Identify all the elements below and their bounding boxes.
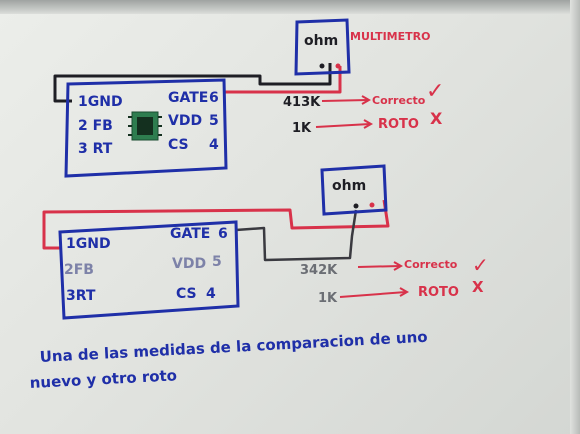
chip2-pin-left-3: 3RT	[66, 288, 96, 304]
chip1-box	[64, 78, 228, 178]
reading2-mark-2: X	[472, 278, 484, 296]
chip2-pin-right-num-1: 6	[218, 226, 228, 242]
reading1-value-1: 413K	[283, 95, 321, 110]
chip2-box	[58, 220, 240, 320]
meter1-probe-red	[335, 63, 341, 69]
chip1-pin-right-num-3: 4	[209, 137, 219, 153]
meter2-probe-red	[369, 202, 375, 208]
meter2-box	[320, 164, 388, 216]
top-wire-red	[224, 66, 342, 94]
meter1-label: ohm	[304, 33, 338, 49]
reading2-value-2: 1K	[318, 291, 338, 306]
bottom-wire-black	[235, 209, 358, 262]
reading1-arrow-head-1	[361, 95, 372, 105]
chip1-pin-left-3: 3 RT	[78, 141, 113, 157]
note-line-1: Una de las medidas de la comparacion de …	[39, 328, 428, 366]
bottom-wire-red	[42, 199, 390, 250]
note-line-2: nuevo y otro roto	[29, 366, 177, 392]
chip1-ic-icon	[128, 111, 162, 141]
meter2-label: ohm	[332, 178, 366, 194]
whiteboard-frame-right	[570, 0, 580, 434]
reading1-mark-2: X	[430, 109, 443, 128]
chip1-pin-right-name-2: VDD	[168, 113, 202, 129]
reading1-mark-1: ✓	[426, 79, 444, 104]
meter1-probe-black	[319, 63, 325, 69]
chip1-pin-right-num-1: 6	[209, 90, 219, 106]
chip1-pin-left-1: 1GND	[78, 94, 123, 110]
reading2-arrow-1	[357, 265, 401, 268]
reading1-status-2: ROTO	[378, 117, 419, 132]
reading2-value-1: 342K	[300, 263, 338, 278]
chip1-pin-right-name-3: CS	[168, 137, 189, 153]
chip1-pin-right-num-2: 5	[209, 113, 219, 129]
reading2-mark-1: ✓	[472, 253, 489, 277]
chip2-pin-right-name-1: GATE	[170, 226, 210, 242]
reading2-status-1: Correcto	[404, 258, 458, 271]
whiteboard-frame-top	[0, 0, 580, 14]
chip2-pin-right-name-2: VDD	[172, 256, 206, 272]
chip2-pin-right-num-3: 4	[206, 286, 216, 302]
reading1-arrow-2	[315, 123, 371, 128]
reading2-arrow-2	[339, 291, 407, 298]
meter2-probe-black	[353, 203, 359, 209]
meter1-box	[294, 18, 351, 76]
chip1-pin-left-2: 2 FB	[78, 118, 113, 134]
chip2-pin-left-2: 2FB	[64, 262, 94, 278]
reading2-arrow-head-1	[393, 261, 404, 271]
meter1-caption: MULTIMETRO	[350, 30, 430, 43]
reading1-value-2: 1K	[292, 121, 312, 136]
chip2-pin-right-num-2: 5	[212, 254, 222, 270]
chip2-pin-right-name-3: CS	[176, 286, 197, 302]
reading1-arrow-1	[321, 99, 369, 102]
reading2-arrow-head-2	[399, 287, 410, 297]
top-wire-black	[53, 63, 332, 103]
chip2-pin-left-1: 1GND	[66, 236, 111, 252]
reading1-status-1: Correcto	[372, 94, 426, 107]
reading2-status-2: ROTO	[418, 285, 459, 300]
chip1-pin-right-name-1: GATE	[168, 90, 208, 106]
reading1-arrow-head-2	[363, 119, 374, 129]
